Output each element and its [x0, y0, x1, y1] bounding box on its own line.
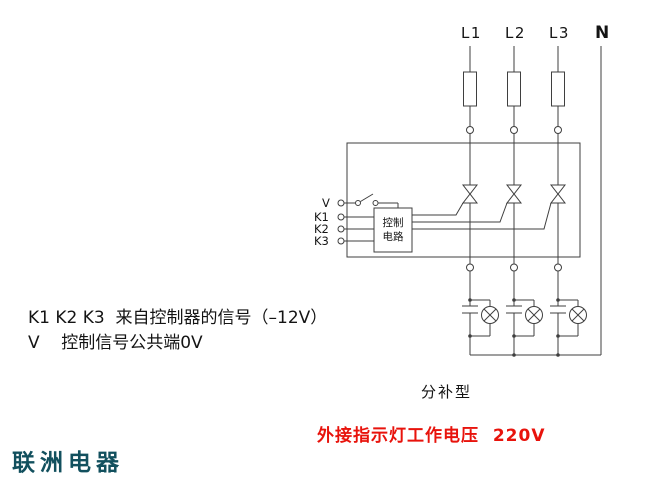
terminal-l2-bottom — [510, 263, 518, 272]
terminal-k2 — [337, 225, 345, 233]
terminal-k3 — [337, 237, 345, 245]
cap-lamp-branch-l2 — [506, 298, 543, 355]
control-circuit-box: 控制 电路 — [373, 207, 413, 253]
fuse-l2 — [507, 71, 521, 107]
switch-v — [344, 193, 399, 208]
phase-column-l2 — [412, 46, 523, 300]
control-inputs: V K1 K2 K3 — [314, 193, 399, 248]
terminal-l3-bottom — [554, 263, 562, 272]
fuse-l3 — [551, 71, 565, 107]
fuse-l1 — [463, 71, 477, 107]
phase-column-l1 — [412, 46, 479, 300]
indicator-voltage-note: 外接指示灯工作电压 220V — [317, 426, 546, 446]
neutral-label-n: N — [595, 23, 609, 43]
input-label-k1: K1 — [314, 210, 329, 224]
phase-column-l3 — [412, 46, 567, 300]
input-label-k2: K2 — [314, 222, 329, 236]
thyristor-l1 — [461, 184, 479, 204]
thyristor-l2 — [505, 184, 523, 204]
gate-wire-l1 — [412, 202, 464, 216]
input-label-v: V — [322, 196, 330, 210]
terminal-l2-top — [510, 126, 518, 134]
thyristor-l3 — [549, 184, 567, 204]
supply-labels: L1 L2 L3 N — [461, 23, 609, 43]
neutral-bus — [470, 353, 601, 357]
control-box-label-line2: 电路 — [383, 230, 404, 243]
terminal-l1-bottom — [466, 263, 474, 272]
phase-label-l1: L1 — [461, 24, 482, 42]
phase-label-l3: L3 — [549, 24, 570, 42]
module-enclosure — [346, 142, 581, 258]
terminal-l3-top — [554, 126, 562, 134]
phase-label-l2: L2 — [505, 24, 526, 42]
terminal-l1-top — [466, 126, 474, 134]
brand-logo-text: 联洲电器 — [12, 450, 124, 476]
input-label-k3: K3 — [314, 234, 329, 248]
control-box-label-line1: 控制 — [383, 216, 404, 229]
gate-wire-l2 — [412, 202, 508, 223]
type-label: 分补型 — [421, 383, 473, 401]
terminal-k1 — [337, 213, 345, 221]
common-note: V 控制信号公共端0V — [28, 333, 203, 353]
cap-lamp-branch-l1 — [462, 298, 499, 355]
gate-wire-l3 — [412, 202, 552, 230]
signal-note: K1 K2 K3 来自控制器的信号（–12V） — [28, 308, 328, 328]
cap-lamp-branch-l3 — [550, 298, 587, 355]
terminal-v — [337, 199, 345, 207]
